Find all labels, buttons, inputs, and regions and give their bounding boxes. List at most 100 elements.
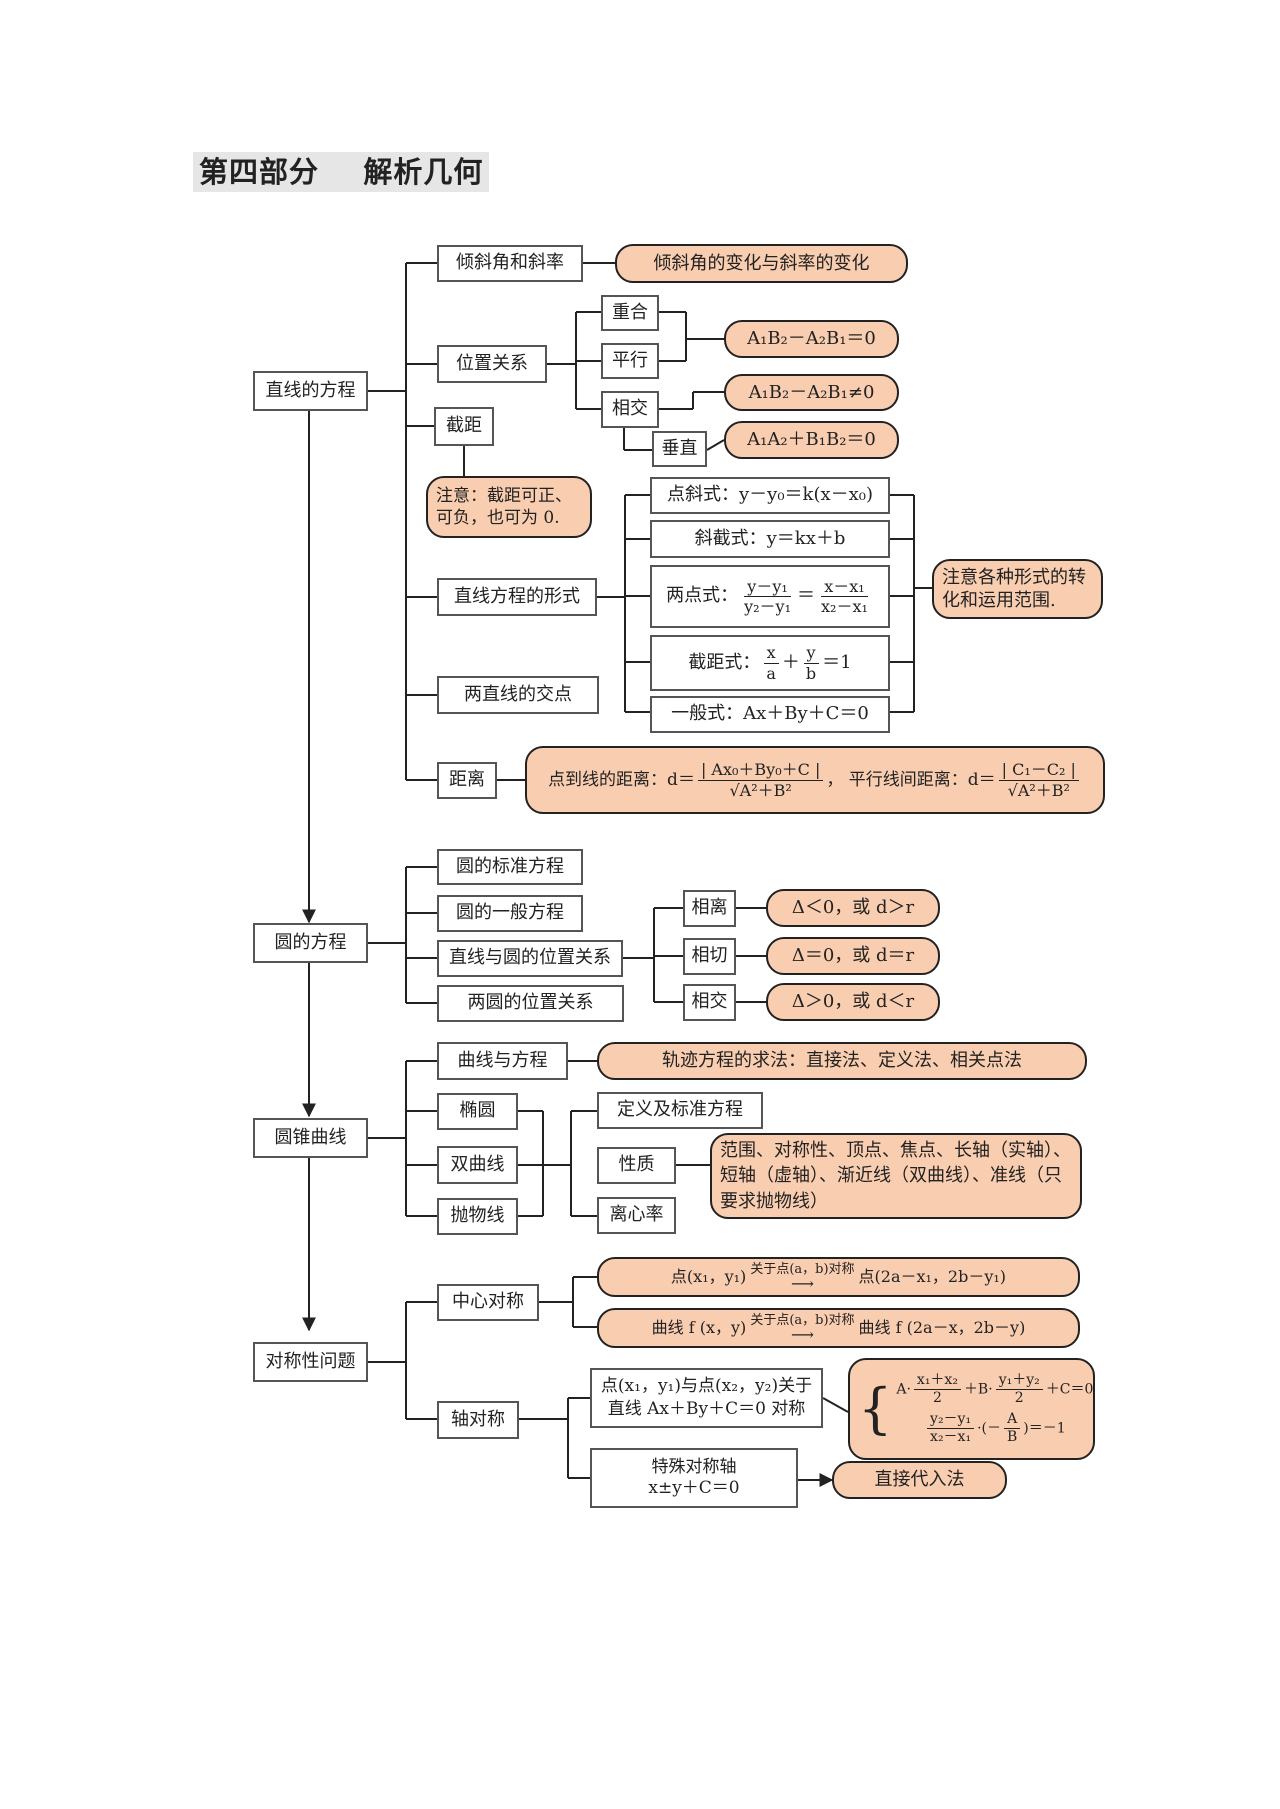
- axial-eq1-num-x: x₁＋x₂: [913, 1372, 961, 1391]
- cond-circle-intersect: Δ＞0，或 d＜r: [766, 983, 940, 1021]
- form-intercept-rhs: ＝1: [822, 651, 852, 673]
- axial-eq1-mid: ＋B·: [963, 1381, 993, 1398]
- axial-eq1-den-y: 2: [1014, 1390, 1024, 1407]
- form-two-point-label: 两点式：: [666, 585, 739, 607]
- form-intercept-num-y: y: [803, 643, 819, 664]
- distance-parallel-num: | C₁－C₂ |: [998, 760, 1079, 781]
- note-intercept: 注意：截距可正、可负，也可为 0.: [426, 476, 592, 538]
- distance-point-frac: | Ax₀＋By₀＋C |√A²＋B²: [697, 760, 824, 800]
- central-point-arrow: 关于点(a，b)对称⟶: [750, 1263, 854, 1292]
- node-position-relation: 位置关系: [437, 345, 547, 383]
- node-symmetry: 对称性问题: [253, 1342, 368, 1382]
- node-eccentricity: 离心率: [597, 1197, 676, 1234]
- node-intercept: 截距: [434, 407, 494, 446]
- node-central-symmetry: 中心对称: [437, 1284, 539, 1321]
- node-property: 性质: [597, 1147, 676, 1184]
- form-intercept-plus: ＋: [781, 651, 800, 673]
- node-axial-symmetry: 轴对称: [437, 1401, 519, 1439]
- form-intercept-label: 截距式：: [688, 651, 761, 673]
- node-axial-point-pair: 点(x₁，y₁)与点(x₂，y₂)关于直线 Ax＋By＋C＝0 对称: [590, 1368, 823, 1428]
- axial-eq1-num-y: y₁＋y₂: [995, 1372, 1043, 1391]
- note-direct-substitution: 直接代入法: [832, 1461, 1007, 1499]
- form-slope-intercept-formula: y＝kx＋b: [766, 527, 846, 549]
- note-locus-methods: 轨迹方程的求法：直接法、定义法、相关点法: [597, 1042, 1087, 1080]
- distance-point-den: √A²＋B²: [729, 780, 792, 800]
- axial-eq2-den-slope: x₂－x₁: [930, 1428, 972, 1445]
- rule-central-point: 点(x₁，y₁) 关于点(a，b)对称⟶ 点(2a－x₁，2b－y₁): [597, 1257, 1080, 1297]
- right-arrow-icon: ⟶: [790, 1324, 814, 1344]
- node-definition-standard: 定义及标准方程: [597, 1092, 763, 1129]
- distance-point-num: | Ax₀＋By₀＋C |: [697, 760, 824, 781]
- node-conic-curves: 圆锥曲线: [253, 1118, 368, 1158]
- page-title: 第四部分 解析几何: [193, 152, 490, 192]
- axial-eq2-num-a: A: [1004, 1411, 1021, 1429]
- rule-central-curve: 曲线 f (x，y) 关于点(a，b)对称⟶ 曲线 f (2a－x，2b－y): [597, 1308, 1080, 1348]
- central-point-arrow-label: 关于点(a，b)对称: [750, 1261, 855, 1277]
- cond-perpendicular: A₁A₂＋B₁B₂＝0: [724, 421, 899, 459]
- form-two-point-den-y: y₂－y₁: [744, 597, 792, 616]
- node-tangent: 相切: [683, 938, 736, 975]
- cond-tangent: Δ＝0，或 d＝r: [766, 937, 940, 975]
- form-intercept-num-x: x: [763, 643, 779, 664]
- note-conic-properties: 范围、对称性、顶点、焦点、长轴（实轴）、短轴（虚轴）、渐近线（双曲线）、准线（只…: [710, 1133, 1082, 1219]
- form-general-label: 一般式：: [671, 703, 744, 725]
- special-axis-label: 特殊对称轴: [651, 1456, 737, 1477]
- node-line-circle-relation: 直线与圆的位置关系: [437, 940, 623, 977]
- form-two-point-den-x: x₂－x₁: [821, 597, 868, 616]
- left-brace-icon: {: [858, 1377, 893, 1440]
- node-circle-intersect: 相交: [683, 984, 736, 1021]
- central-point-to: 点(2a－x₁，2b－y₁): [858, 1266, 1007, 1286]
- distance-parallel-label: ， 平行线间距离：d＝: [826, 769, 996, 790]
- note-forms: 注意各种形式的转化和运用范围.: [932, 559, 1103, 619]
- node-intersect: 相交: [601, 391, 659, 428]
- form-general: 一般式：Ax＋By＋C＝0: [650, 696, 890, 733]
- central-curve-arrow: 关于点(a，b)对称⟶: [750, 1314, 854, 1343]
- central-curve-to: 曲线 f (2a－x，2b－y): [858, 1317, 1026, 1337]
- node-distance: 距离: [437, 762, 497, 799]
- form-point-slope: 点斜式：y－y₀＝k(x－x₀): [650, 477, 890, 514]
- node-coincide: 重合: [601, 295, 659, 331]
- node-intersection-point: 两直线的交点: [437, 676, 599, 714]
- axial-eq2-mid: ·(－: [977, 1420, 1001, 1437]
- node-circle-standard: 圆的标准方程: [437, 849, 583, 885]
- form-point-slope-formula: y－y₀＝k(x－x₀): [738, 484, 874, 506]
- right-arrow-icon: ⟶: [790, 1273, 814, 1293]
- form-two-point-equals: ＝: [797, 585, 816, 607]
- node-hyperbola: 双曲线: [437, 1146, 518, 1184]
- note-distance: 点到线的距离：d＝ | Ax₀＋By₀＋C |√A²＋B² ， 平行线间距离：d…: [525, 746, 1105, 814]
- axial-eq2-den-b: B: [1007, 1428, 1018, 1445]
- axial-eq1-end: ＋C＝0: [1045, 1381, 1094, 1398]
- central-curve-from: 曲线 f (x，y): [651, 1317, 747, 1337]
- form-intercept-den-a: a: [766, 663, 776, 683]
- form-two-point-num-y: y－y₁: [744, 577, 791, 597]
- distance-point-label: 点到线的距离：d＝: [548, 769, 695, 790]
- node-inclination-slope: 倾斜角和斜率: [437, 245, 583, 282]
- node-ellipse: 椭圆: [437, 1093, 518, 1130]
- cond-apart: Δ＜0，或 d＞r: [766, 889, 940, 927]
- form-point-slope-label: 点斜式：: [666, 484, 739, 506]
- node-circle-equation: 圆的方程: [253, 923, 368, 963]
- cond-parallel: A₁B₂－A₂B₁＝0: [724, 320, 899, 358]
- cond-intersect: A₁B₂－A₂B₁≠0: [724, 374, 899, 411]
- form-slope-intercept-label: 斜截式：: [694, 527, 767, 549]
- node-apart: 相离: [683, 890, 736, 927]
- note-inclination-slope: 倾斜角的变化与斜率的变化: [615, 244, 908, 283]
- axial-eq1-den-x: 2: [932, 1390, 942, 1407]
- node-special-axis: 特殊对称轴 x±y＋C＝0: [590, 1448, 798, 1508]
- axial-eq1-a: A·: [896, 1381, 911, 1398]
- form-intercept-den-b: b: [805, 663, 817, 683]
- central-point-from: 点(x₁，y₁): [670, 1266, 747, 1286]
